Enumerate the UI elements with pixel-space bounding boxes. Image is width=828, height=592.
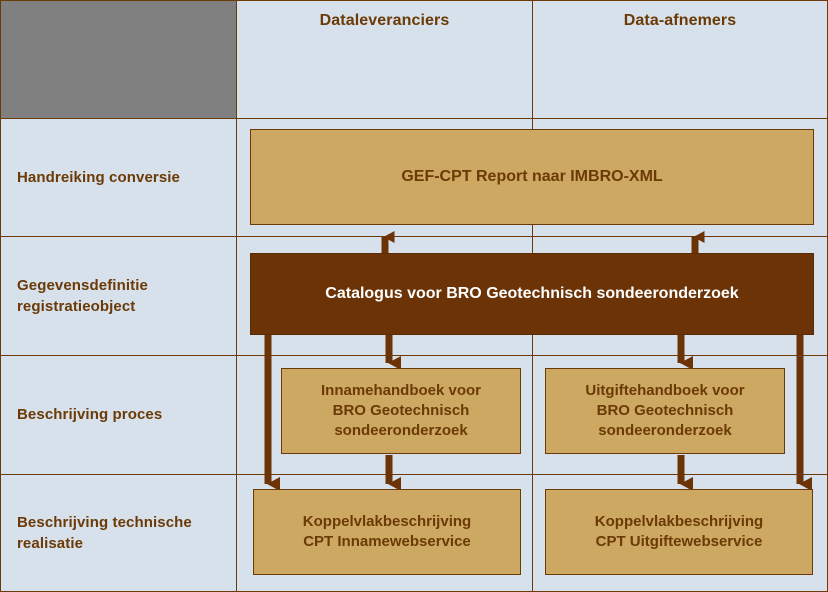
box-koppelvlak-inname[interactable]: Koppelvlakbeschrijving CPT Innamewebserv…: [253, 489, 521, 575]
row-label-text: Beschrijving technische realisatie: [17, 513, 192, 552]
box-label: Koppelvlakbeschrijving CPT Uitgiftewebse…: [594, 513, 764, 550]
row-label-text: Beschrijving proces: [17, 406, 163, 424]
row-label-text: Gegevensdefinitie registratieobject: [17, 276, 148, 315]
row-label-gegevensdefinitie-registratieobject: Gegevensdefinitie registratieobject: [0, 236, 237, 356]
row-label-text: Handreiking conversie: [17, 168, 180, 186]
box-koppelvlak-uitgifte[interactable]: Koppelvlakbeschrijving CPT Uitgiftewebse…: [545, 489, 813, 575]
box-label: GEF-CPT Report naar IMBRO-XML: [401, 168, 663, 186]
box-innamehandboek[interactable]: Innamehandboek voor BRO Geotechnisch son…: [281, 368, 521, 454]
row-label-beschrijving-proces: Beschrijving proces: [0, 355, 237, 475]
column-header-data-afnemers: Data-afnemers: [532, 0, 828, 119]
box-label: Innamehandboek voor BRO Geotechnisch son…: [320, 382, 482, 439]
box-catalogus[interactable]: Catalogus voor BRO Geotechnisch sondeero…: [250, 253, 814, 335]
box-label: Koppelvlakbeschrijving CPT Innamewebserv…: [302, 513, 472, 550]
corner-cell: [0, 0, 237, 119]
column-header-label: Data-afnemers: [623, 12, 737, 29]
box-gef-cpt-report[interactable]: GEF-CPT Report naar IMBRO-XML: [250, 129, 814, 225]
row-label-handreiking-conversie: Handreiking conversie: [0, 118, 237, 237]
row-label-beschrijving-technische-realisatie: Beschrijving technische realisatie: [0, 474, 237, 592]
column-header-label: Dataleveranciers: [319, 12, 450, 29]
column-header-dataleveranciers: Dataleveranciers: [236, 0, 533, 119]
box-label: Catalogus voor BRO Geotechnisch sondeero…: [325, 285, 739, 303]
box-uitgiftehandboek[interactable]: Uitgiftehandboek voor BRO Geotechnisch s…: [545, 368, 785, 454]
box-label: Uitgiftehandboek voor BRO Geotechnisch s…: [585, 382, 745, 439]
